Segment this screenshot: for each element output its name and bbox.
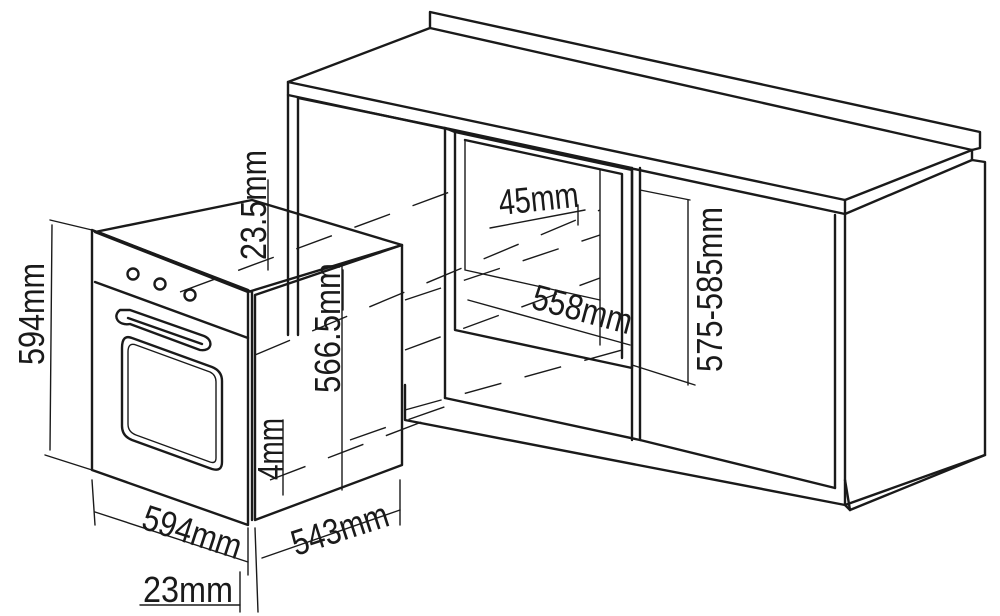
dimension-labels: 594mm 594mm 23mm 543mm 23.5mm 4mm 566.5m… — [11, 150, 730, 610]
built-in-oven — [90, 198, 404, 527]
label-body-depth: 543mm — [286, 494, 394, 564]
control-knob — [153, 277, 167, 291]
label-niche-gap: 45mm — [497, 174, 581, 223]
label-top-gap: 23.5mm — [233, 150, 274, 260]
label-bottom-gap: 4mm — [250, 418, 291, 480]
label-body-height: 566.5mm — [307, 263, 348, 393]
oven-door-window — [120, 335, 224, 471]
cabinet-side-panel — [843, 158, 987, 512]
cabinet-right-door — [638, 166, 837, 490]
oven-front-panel — [90, 228, 250, 527]
label-oven-width: 594mm — [138, 497, 248, 568]
label-front-thickness: 23mm — [143, 569, 233, 610]
construction-lines — [179, 189, 641, 481]
dimension-lines — [44, 179, 696, 613]
kitchen-cabinet — [286, 10, 987, 512]
oven-niche — [453, 130, 634, 370]
oven-door-handle — [115, 308, 212, 352]
label-niche-height: 575-585mm — [689, 207, 730, 372]
worktop-top-surface — [286, 26, 974, 202]
label-oven-height: 594mm — [11, 263, 52, 365]
control-knob — [126, 267, 140, 281]
worktop — [428, 10, 982, 152]
oven-body-side — [253, 243, 404, 522]
control-knob — [183, 288, 197, 302]
